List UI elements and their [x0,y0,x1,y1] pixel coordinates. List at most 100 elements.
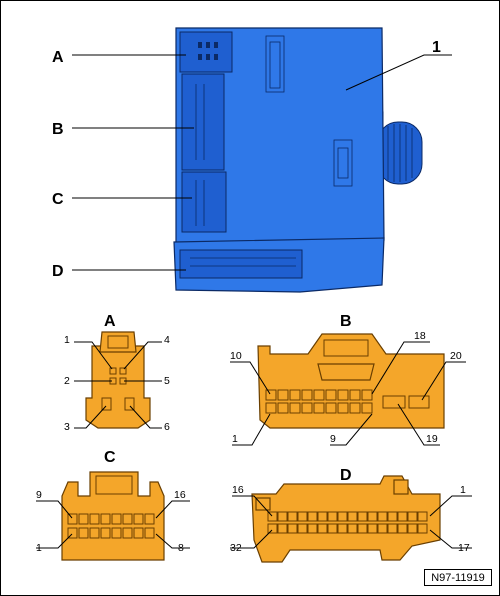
pin-cavity [313,389,325,401]
conn-b-leader-18 [371,341,430,395]
conn-b-leader-1 [232,413,271,446]
pin-cavity [337,402,349,414]
pin-cavity [347,523,358,534]
connector-b-title: B [340,313,352,330]
conn-d-leader-16 [232,495,273,517]
pin-cavity [337,511,348,522]
connector-c-title: C [104,449,116,466]
pin-cavity [317,523,328,534]
pin-cavity [301,402,313,414]
conn-c-leader-8 [155,533,190,549]
control-unit-body [173,27,423,293]
pin-cavity [417,523,428,534]
conn-a-pin-6: 6 [164,421,170,433]
conn-c-leader-9 [36,500,73,519]
pin-cavity [361,402,373,414]
conn-a-pin-4: 4 [164,334,170,346]
pin-cavity [287,511,298,522]
pin-cavity [307,511,318,522]
pin-cavity [111,527,122,539]
conn-c-pin-9: 9 [36,489,42,501]
pin-cavity [325,402,337,414]
label-part-1: 1 [432,39,441,56]
pin-cavity [417,511,428,522]
conn-b-pin-19: 19 [426,433,438,445]
conn-a-pin-2: 2 [64,375,70,387]
pin-cavity [289,402,301,414]
conn-a-leader-6 [129,405,162,429]
conn-c-leader-1 [36,533,73,549]
pin-cavity [297,511,308,522]
pin-cavity [67,513,78,525]
conn-a-pin-3: 3 [64,421,70,433]
pin-cavity [407,511,418,522]
conn-b-pin-9: 9 [330,433,336,445]
pin-cavity [397,511,408,522]
pin-cavity [301,389,313,401]
figure-reference: N97-11919 [424,569,492,586]
conn-c-leader-16 [155,500,190,519]
conn-b-pin-20: 20 [450,350,462,362]
pin-cavity [361,389,373,401]
connector-d-title: D [340,467,352,484]
pin-cavity [407,523,418,534]
pin-cavity [349,402,361,414]
pin-cavity [78,513,89,525]
connector-c-drawing [61,471,165,561]
pin-cavity [349,389,361,401]
connector-a-title: A [104,313,116,330]
conn-b-leader-19 [397,403,440,446]
pin-cavity [357,523,368,534]
conn-b-leader-10 [230,361,271,395]
conn-b-pin-18: 18 [414,330,426,342]
conn-b-leader-20 [421,361,466,401]
conn-d-leader-32 [230,529,273,549]
label-c: C [52,191,64,208]
pin-cavity [267,511,278,522]
pin-cavity [67,527,78,539]
housing-a [179,31,233,73]
pin-cavity [277,523,288,534]
pin-cavity [337,389,349,401]
pin-cavity [133,513,144,525]
pin-cavity [317,511,328,522]
connector-a-drawing [85,331,151,429]
pin-cavity [89,527,100,539]
conn-b-leader-9 [330,413,373,446]
pin-cavity [277,402,289,414]
pin-cavity [307,523,318,534]
conn-a-leader-4 [123,341,162,370]
pin-cavity [111,513,122,525]
pin-cavity [100,513,111,525]
pin-cavity [277,511,288,522]
pin-cavity [387,511,398,522]
label-d: D [52,263,64,280]
conn-b-pin-10: 10 [230,350,242,362]
conn-d-pin-16: 16 [232,484,244,496]
pin-cavity [347,511,358,522]
pin-cavity [122,527,133,539]
pin-cavity [144,527,155,539]
pin-cavity [265,402,277,414]
pin-cavity [297,523,308,534]
connector-d-drawing [251,475,441,563]
pin-cavity [313,402,325,414]
conn-a-leader-3 [74,405,107,429]
pin-cavity [367,511,378,522]
pin-cavity [122,513,133,525]
pin-cavity [289,389,301,401]
label-b: B [52,121,64,138]
pin-cavity [327,511,338,522]
conn-d-leader-17 [429,529,472,549]
pin-cavity [100,527,111,539]
pin-cavity [397,523,408,534]
conn-a-leader-1 [74,341,113,370]
conn-a-pin-5: 5 [164,375,170,387]
pin-cavity [144,513,155,525]
housing-b [181,73,225,171]
housing-d [179,249,303,279]
pin-cavity [377,523,388,534]
pin-cavity [377,511,388,522]
